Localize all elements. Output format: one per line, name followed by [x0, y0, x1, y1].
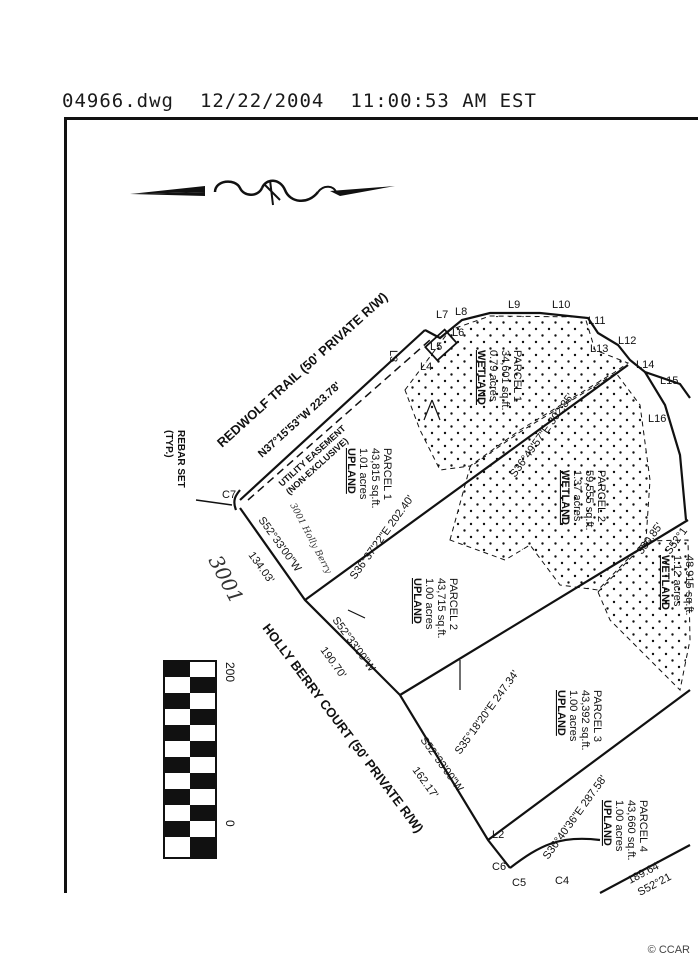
parcel-2-upland-label: PARCEL 2 43,715 sq.ft. 1.00 acres UPLAND: [411, 578, 459, 639]
svg-text:43,815 sq.ft.: 43,815 sq.ft.: [369, 448, 381, 509]
svg-text:PARCEL 2: PARCEL 2: [447, 578, 459, 630]
parcel-1-upland-label: PARCEL 1 43,815 sq.ft. 1.01 acres UPLAND: [345, 448, 393, 509]
svg-text:UPLAND: UPLAND: [411, 578, 423, 624]
holly-berry-court-label: HOLLY BERRY COURT (50' PRIVATE R/W): [260, 621, 427, 836]
drawing-date: 12/22/2004: [199, 90, 325, 112]
scale-bar: 200 0: [163, 660, 237, 859]
curve-label-c6: C6: [492, 861, 506, 873]
svg-text:WETLAND: WETLAND: [475, 350, 487, 405]
bearing-b4: S36°40'36"E 287.58': [541, 773, 610, 861]
svg-text:59,555 sq.ft.: 59,555 sq.ft.: [583, 470, 595, 531]
svg-text:UPLAND: UPLAND: [555, 690, 567, 736]
parcel-1-wetland-label: PARCEL 1 34,601 sq.ft. 0.79 acres WETLAN…: [475, 350, 523, 411]
property-boundaries: [233, 311, 691, 894]
north-arrow-icon: [130, 179, 395, 206]
bearing-b5-distance: 134.03': [246, 550, 277, 586]
redwolf-trail-label: REDWOLF TRAIL (50' PRIVATE R/W): [214, 289, 391, 450]
svg-text:0.79 acres: 0.79 acres: [487, 350, 499, 402]
svg-text:PARCEL 1: PARCEL 1: [381, 448, 393, 500]
svg-text:PARCEL 4: PARCEL 4: [637, 800, 649, 852]
line-label-l8: L8: [455, 306, 467, 318]
svg-text:34,601 sq.ft.: 34,601 sq.ft.: [499, 350, 511, 411]
svg-text:WETLAND: WETLAND: [659, 555, 671, 610]
wetland-area-parcel-1: [404, 315, 630, 471]
svg-text:1.00 acres: 1.00 acres: [613, 800, 625, 852]
wetland-area-parcel-3: [597, 539, 691, 692]
curve-label-c4: C4: [555, 875, 569, 887]
line-label-l6: L6: [452, 327, 464, 339]
bearing-b1: S36°37'22"E 202.40': [348, 493, 417, 581]
svg-text:1.37 acres: 1.37 acres: [571, 470, 583, 522]
svg-text:48,915 sq.ft.: 48,915 sq.ft.: [683, 555, 695, 616]
handwritten-address: 3001: [204, 551, 249, 607]
bearing-b3: S35°18'20"E 247.34': [453, 668, 522, 756]
frame-top-border: [64, 117, 698, 120]
svg-text:PARCEL 3: PARCEL 3: [591, 690, 603, 742]
rebar-leader-line: [195, 499, 233, 506]
line-label-l11: L11: [588, 315, 606, 327]
svg-text:PARCEL 1: PARCEL 1: [511, 350, 523, 402]
line-label-l5: L5: [430, 341, 442, 353]
line-label-l12: L12: [618, 335, 636, 347]
drawing-time: 11:00:53 AM EST: [350, 90, 537, 112]
line-label-l7: L7: [436, 309, 448, 321]
line-label-l16: L16: [648, 413, 666, 425]
parcel-4-upland-label: PARCEL 4 43,660 sq.ft. 1.00 acres UPLAND: [601, 800, 649, 861]
svg-text:UPLAND: UPLAND: [345, 448, 357, 494]
wetland-area-parcel-2: [449, 372, 651, 591]
utility-easement-line: [247, 339, 431, 501]
arrow-mark-1: [423, 399, 441, 421]
svg-text:43,392 sq.ft.: 43,392 sq.ft.: [579, 690, 591, 751]
partial-parcel-label: 48,915 sq.ft. 1.12 acres WETLAND: [659, 555, 695, 616]
svg-text:1.01 acres: 1.01 acres: [357, 448, 369, 500]
line-label-l13: L13: [590, 343, 608, 355]
line-label-l2: L2: [492, 829, 504, 841]
curve-label-c7: C7: [222, 489, 236, 501]
svg-text:UPLAND: UPLAND: [601, 800, 613, 846]
line-label-l3: L3: [387, 350, 399, 362]
rebar-set-label: REBAR SET (TYP.): [163, 430, 186, 488]
svg-text:REBAR SET: REBAR SET: [175, 430, 186, 488]
arrow-mark-2: [347, 609, 461, 690]
line-label-l9: L9: [508, 299, 520, 311]
line-label-l10: L10: [552, 299, 570, 311]
svg-text:1.12 acres: 1.12 acres: [671, 555, 683, 607]
svg-text:WETLAND: WETLAND: [559, 470, 571, 525]
svg-text:1.00 acres: 1.00 acres: [423, 578, 435, 630]
svg-text:(TYP.): (TYP.): [163, 430, 174, 458]
parcel-3-upland-label: PARCEL 3 43,392 sq.ft. 1.00 acres UPLAND: [555, 690, 603, 751]
frame-left-border: [64, 117, 67, 893]
svg-text:1.00 acres: 1.00 acres: [567, 690, 579, 742]
scale-label-0: 0: [223, 820, 237, 827]
drawing-filename: 04966.dwg: [62, 90, 174, 112]
line-label-l4: L4: [420, 361, 432, 373]
easement-box: [424, 328, 458, 362]
curve-label-c5: C5: [512, 877, 526, 889]
bearing-b7-distance: 162.17': [410, 765, 441, 801]
line-label-l14: L14: [636, 359, 654, 371]
svg-text:43,715 sq.ft.: 43,715 sq.ft.: [435, 578, 447, 639]
svg-text:43,660 sq.ft.: 43,660 sq.ft.: [625, 800, 637, 861]
scale-label-200: 200: [223, 662, 237, 682]
svg-text:PARCEL 2: PARCEL 2: [595, 470, 607, 522]
ccar-watermark: © CCAR: [647, 944, 690, 956]
bearing-b6-distance: 190.70': [318, 645, 349, 681]
line-label-l15: L15: [660, 375, 678, 387]
parcel-2-wetland-label: PARCEL 2 59,555 sq.ft. 1.37 acres WETLAN…: [559, 470, 607, 531]
drawing-header: 04966.dwg 12/22/2004 11:00:53 AM EST: [62, 90, 563, 112]
